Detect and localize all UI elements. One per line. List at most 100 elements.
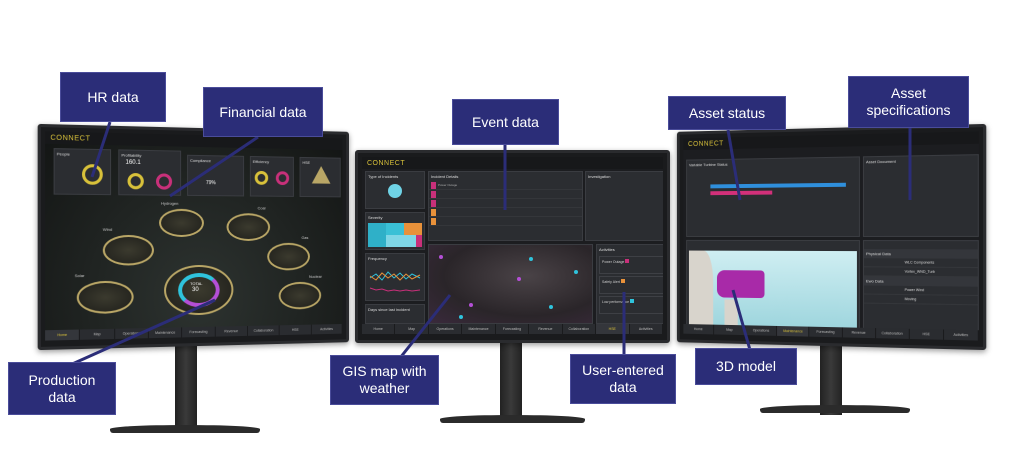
nav-activities[interactable]: Activities [630,324,663,334]
label-user-entered-data: User-entered data [570,354,676,404]
nav-hse[interactable]: HSE [910,329,944,340]
efficiency-card: Efficiency [250,156,294,197]
label-event-data: Event data [452,99,559,145]
gauge [128,173,144,189]
turbine-blade [689,251,713,329]
activity-item[interactable]: Safety Alert [599,276,663,294]
nav-operations[interactable]: Operations [429,324,462,334]
source-label: Nuclear [309,274,322,279]
nav-operations[interactable]: Operations [746,325,778,336]
source-label: Coal [258,205,266,210]
table-row[interactable] [429,208,582,217]
coal-node: Coal [227,213,271,241]
monitor-foot [440,415,585,423]
panel-title: Incident Details [429,172,582,181]
map-marker[interactable] [549,305,553,309]
hse-card: HSE [300,157,341,197]
map-marker[interactable] [469,303,473,307]
3d-model-panel[interactable] [686,240,860,331]
card-title: People [55,149,110,159]
nav-map[interactable]: Map [395,324,428,334]
panel-title: Investigation [586,172,663,181]
treemap-cell [386,235,416,247]
nav-revenue[interactable]: Revenue [215,326,248,337]
monitor-foot [760,405,910,413]
bottom-nav: HomeMapOperationsMaintenanceForecastingR… [45,324,342,341]
table-row[interactable] [429,190,582,199]
activity-item[interactable]: Low performance [599,296,663,314]
map-marker[interactable] [439,255,443,259]
card-title: Efficiency [251,157,293,167]
production-dashboard: CONNECT People Profitability160.1 Compli… [45,131,342,340]
map-marker[interactable] [529,257,533,261]
nav-home[interactable]: Home [45,330,80,341]
label-gis-map: GIS map with weather [330,355,439,405]
nav-revenue[interactable]: Revenue [842,327,875,338]
monitor-stand [175,338,197,428]
3d-viewport[interactable] [689,251,857,328]
event-dashboard: CONNECT Type of Incidents Severity Frequ… [362,157,663,334]
nav-maintenance[interactable]: Maintenance [462,324,495,334]
wind-node: Wind [103,235,154,266]
card-title: Compliance [188,156,243,166]
left-monitor: CONNECT People Profitability160.1 Compli… [38,124,349,350]
nav-hse[interactable]: HSE [596,324,629,334]
gauge [255,171,268,185]
hydrogen-node: Hydrogen [159,209,204,237]
gauge [276,171,289,185]
nav-forecasting[interactable]: Forecasting [182,327,215,338]
label-production-data: Production data [8,362,116,415]
nav-collaboration[interactable]: Collaboration [876,328,910,339]
table-row[interactable]: Power Outage [429,181,582,190]
turbine-status-panel: Variable Turbine Status [686,156,860,237]
activities-panel: Activities Power Outage Safety Alert Low… [596,244,663,324]
compliance-card: Compliance79% [187,155,244,197]
map-marker[interactable] [574,270,578,274]
gis-map[interactable] [428,244,593,324]
nav-map[interactable]: Map [714,325,745,335]
source-label: Gas [301,235,308,240]
nav-activities[interactable]: Activities [311,324,342,334]
table-row[interactable] [429,217,582,226]
frequency-chart [368,264,424,300]
nav-forecasting[interactable]: Forecasting [496,324,529,334]
label-hr-data: HR data [60,72,166,122]
treemap-cell [368,223,386,247]
nav-forecasting[interactable]: Forecasting [810,327,843,338]
nav-maintenance[interactable]: Maintenance [149,327,183,338]
monitor-stand [820,340,842,415]
nav-collaboration[interactable]: Collaboration [248,325,280,336]
label-asset-specifications: Asset specifications [848,76,969,128]
solar-node: Solar [77,281,134,314]
label-3d-model: 3D model [695,348,797,385]
treemap-cell [386,223,404,235]
profitability-card: Profitability160.1 [118,149,181,195]
days-since-incident-panel: Days since last incident [365,304,425,324]
nav-home[interactable]: Home [362,324,395,334]
activity-title: Power Outage [602,260,624,264]
activity-title: Safety Alert [602,280,620,284]
frequency-panel: Frequency [365,253,425,301]
chart-title: Variable Turbine Status [687,157,859,169]
opex-value: 160.1 [119,160,180,167]
activity-item[interactable]: Power Outage [599,256,663,274]
pie-chart [388,184,402,198]
label-asset-status: Asset status [668,96,786,130]
property-value: Moving [864,295,978,306]
panel-title: Frequency [366,254,424,263]
map-marker[interactable] [459,315,463,319]
nav-operations[interactable]: Operations [115,328,149,339]
app-logo: CONNECT [367,160,405,167]
nav-activities[interactable]: Activities [944,329,979,340]
severity-panel: Severity [365,212,425,250]
nav-hse[interactable]: HSE [280,325,312,335]
nuclear-node: Nuclear [279,282,321,310]
nav-home[interactable]: Home [683,324,714,334]
nav-map[interactable]: Map [80,329,115,340]
nav-collaboration[interactable]: Collaboration [563,324,596,334]
map-marker[interactable] [517,277,521,281]
nav-maintenance[interactable]: Maintenance [777,326,809,337]
right-monitor: CONNECT Variable Turbine Status Asset Do… [677,124,986,350]
nav-revenue[interactable]: Revenue [529,324,562,334]
table-row[interactable] [429,199,582,208]
